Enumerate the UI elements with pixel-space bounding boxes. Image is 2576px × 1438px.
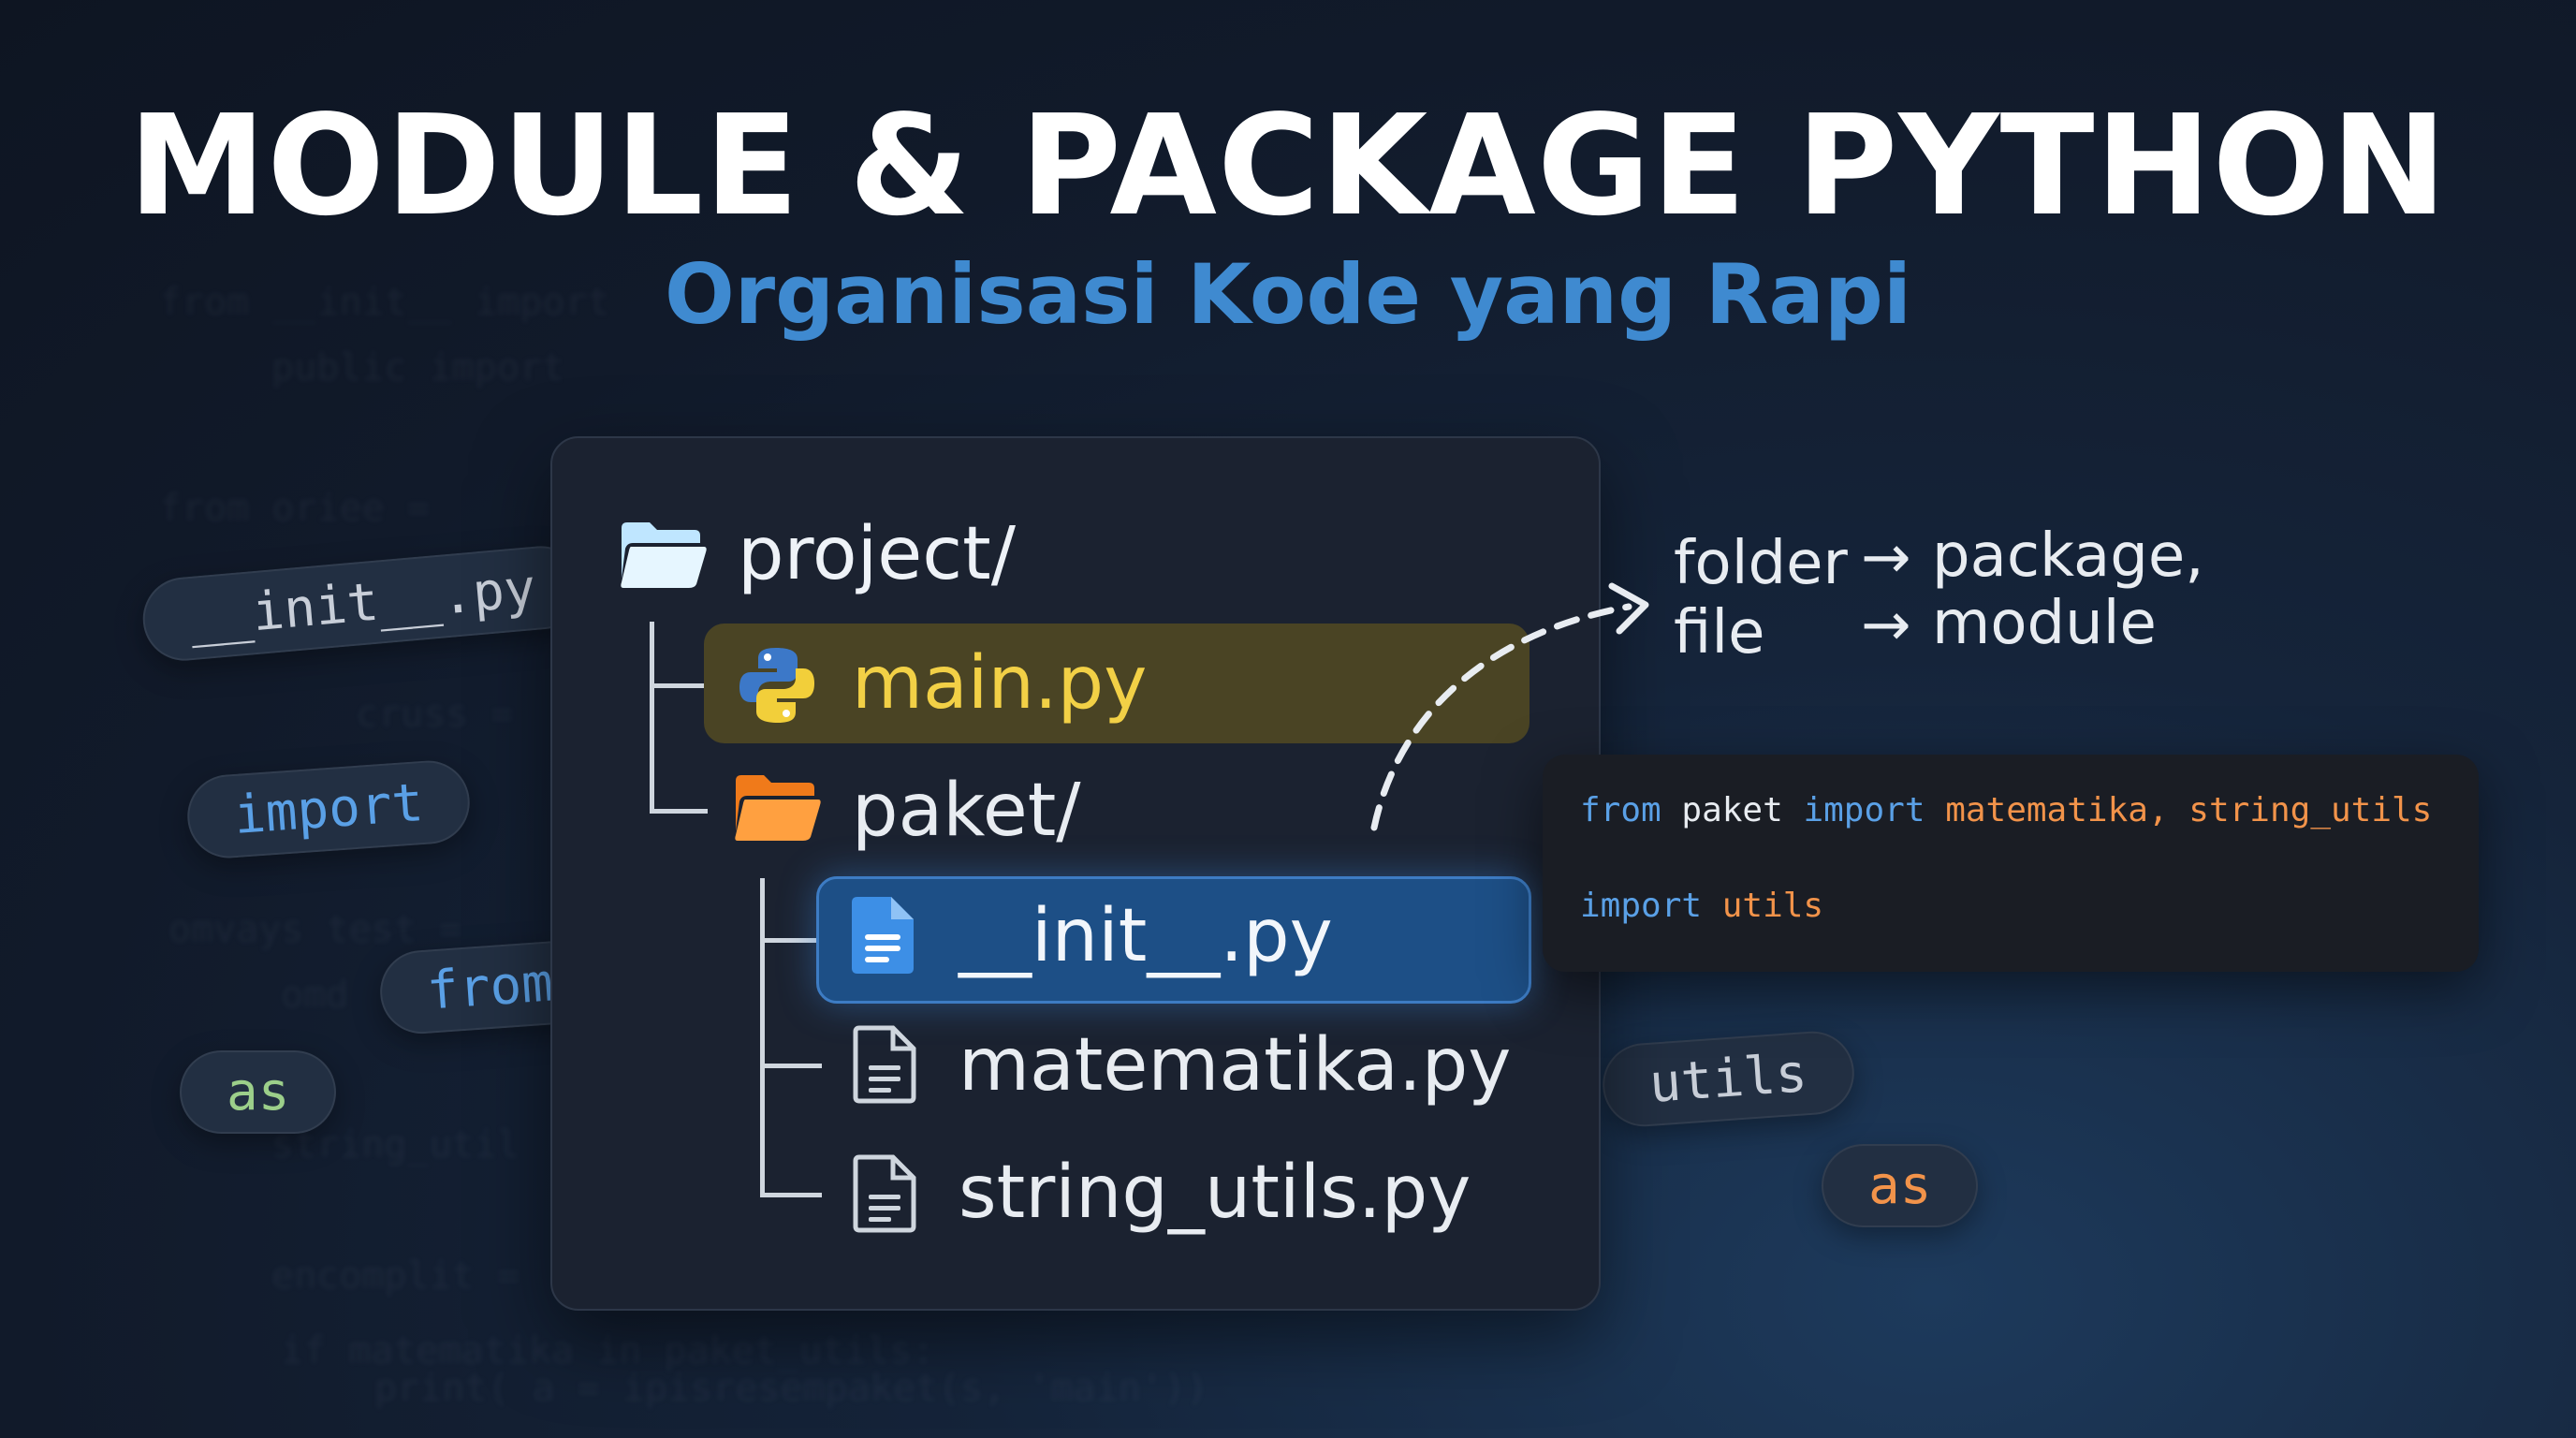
tree-line	[650, 683, 704, 688]
document-icon	[850, 895, 915, 976]
python-icon	[736, 644, 818, 726]
pill-import: import	[184, 757, 474, 861]
tree-item-matematika-py[interactable]: matematika.py	[959, 1023, 1512, 1108]
file-tree-panel	[550, 436, 1601, 1311]
code-keyword-import: import	[1803, 791, 1925, 829]
code-snippet-box: from paket import matematika, string_uti…	[1543, 755, 2479, 972]
tree-line	[650, 809, 708, 814]
tree-line	[650, 622, 654, 813]
dashed-arrow-icon	[1348, 562, 1666, 843]
document-outline-icon	[852, 1024, 917, 1105]
pill-init: __init__.py	[139, 542, 586, 665]
main-py-highlight	[704, 624, 1530, 743]
tree-item-main-py[interactable]: main.py	[852, 641, 1148, 726]
init-py-highlight	[816, 876, 1531, 1004]
annotation-module: module	[1932, 589, 2157, 658]
folder-open-icon	[732, 771, 822, 844]
pill-utils: utils	[1600, 1028, 1857, 1130]
code-line-1: from paket import matematika, string_uti…	[1580, 790, 2432, 831]
document-outline-icon	[852, 1153, 917, 1234]
folder-open-icon	[618, 519, 708, 592]
pill-as-left: as	[180, 1050, 337, 1134]
tree-item-project[interactable]: project/	[738, 512, 1016, 596]
tree-line	[760, 878, 765, 1196]
pill-as-right: as	[1822, 1144, 1979, 1227]
arrow-right-icon: →	[1861, 591, 1911, 660]
code-line-2: import utils	[1580, 886, 1823, 927]
annotation-file: file	[1674, 598, 1765, 668]
code-keyword-import: import	[1580, 887, 1703, 925]
code-module-names: matematika, string_utils	[1945, 791, 2433, 829]
code-keyword-from: from	[1580, 791, 1661, 829]
tree-item-paket[interactable]: paket/	[852, 769, 1081, 853]
tree-item-string-utils-py[interactable]: string_utils.py	[959, 1151, 1471, 1235]
annotation-folder: folder	[1674, 529, 1848, 598]
annotation-package: package,	[1932, 521, 2204, 591]
tree-line	[760, 1193, 822, 1197]
arrow-right-icon: →	[1861, 523, 1911, 593]
tree-item-init-py[interactable]: __init__.py	[959, 894, 1333, 978]
page-subtitle: Organisasi Kode yang Rapi	[664, 246, 1912, 343]
code-package-name: paket	[1681, 791, 1783, 829]
tree-line	[760, 938, 816, 943]
code-module-utils: utils	[1721, 887, 1824, 925]
page-title: MODULE & PACKAGE PYTHON	[127, 85, 2449, 246]
tree-line	[760, 1064, 822, 1068]
